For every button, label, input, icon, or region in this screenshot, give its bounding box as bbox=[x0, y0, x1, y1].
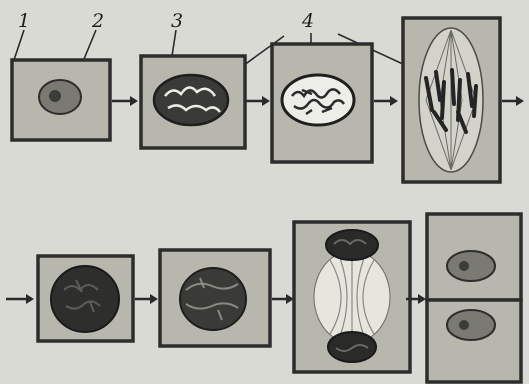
daughter-cells bbox=[427, 214, 521, 382]
arrow-4 bbox=[502, 96, 524, 106]
late-prophase-cell bbox=[272, 44, 372, 162]
label-3: 3 bbox=[171, 10, 183, 32]
label-2: 2 bbox=[91, 10, 104, 32]
early-prophase-cell bbox=[141, 56, 245, 148]
anaphase-cell bbox=[160, 250, 270, 346]
label-4: 4 bbox=[301, 10, 314, 32]
arrow-6 bbox=[135, 294, 158, 304]
anaphase-polar-view-cell bbox=[38, 256, 133, 341]
daughter-nucleus-2 bbox=[447, 310, 495, 340]
arrow-5 bbox=[6, 294, 34, 304]
daughter-nucleus-top bbox=[326, 230, 378, 260]
label-1: 1 bbox=[18, 10, 30, 32]
interphase-cell bbox=[12, 60, 110, 140]
metaphase-cell bbox=[403, 18, 500, 182]
daughter-nucleus-1 bbox=[447, 251, 495, 281]
arrow-2 bbox=[246, 96, 270, 106]
arrow-7 bbox=[272, 294, 294, 304]
arrow-1 bbox=[112, 96, 138, 106]
nucleolus bbox=[49, 90, 61, 102]
telophase-cell bbox=[294, 222, 410, 372]
arrow-3 bbox=[374, 96, 398, 106]
